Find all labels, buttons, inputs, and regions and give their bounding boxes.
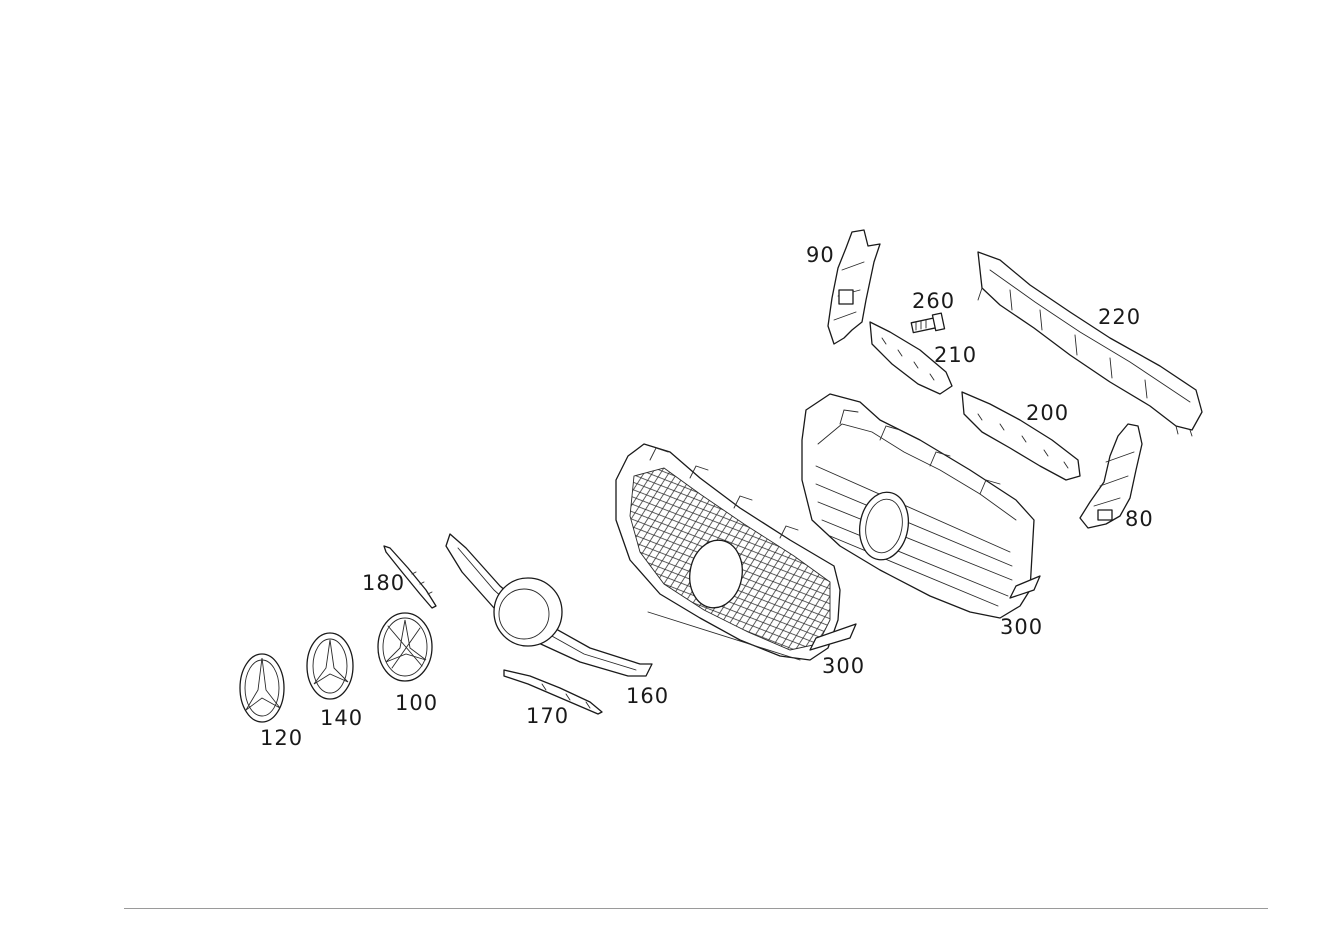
part-label-300-rear: 300 (1000, 615, 1043, 639)
trim-bar-160 (445, 533, 653, 677)
emblem-100 (377, 612, 433, 682)
bracket-200 (961, 391, 1081, 481)
part-label-140: 140 (320, 706, 363, 730)
part-label-170: 170 (526, 704, 569, 728)
part-label-210: 210 (934, 343, 977, 367)
part-label-180: 180 (362, 571, 405, 595)
grille-300-front (615, 443, 857, 661)
trim-strip-170 (503, 669, 603, 715)
star-carrier-140 (306, 632, 354, 700)
part-label-100: 100 (395, 691, 438, 715)
trim-strip-180 (383, 545, 437, 609)
part-label-80: 80 (1125, 507, 1154, 531)
part-label-220: 220 (1098, 305, 1141, 329)
part-label-120: 120 (260, 726, 303, 750)
part-label-160: 160 (626, 684, 669, 708)
part-label-260: 260 (912, 289, 955, 313)
side-bracket-90 (827, 229, 881, 345)
part-label-300-front: 300 (822, 654, 865, 678)
grille-300-rear (801, 393, 1041, 619)
side-bracket-80 (1079, 423, 1143, 529)
upper-cross-member-220 (977, 251, 1203, 437)
bracket-210 (869, 321, 953, 395)
part-label-200: 200 (1026, 401, 1069, 425)
part-label-90: 90 (806, 243, 835, 267)
footer-divider (124, 908, 1268, 909)
star-120 (239, 653, 285, 723)
bolt-260 (910, 312, 946, 334)
